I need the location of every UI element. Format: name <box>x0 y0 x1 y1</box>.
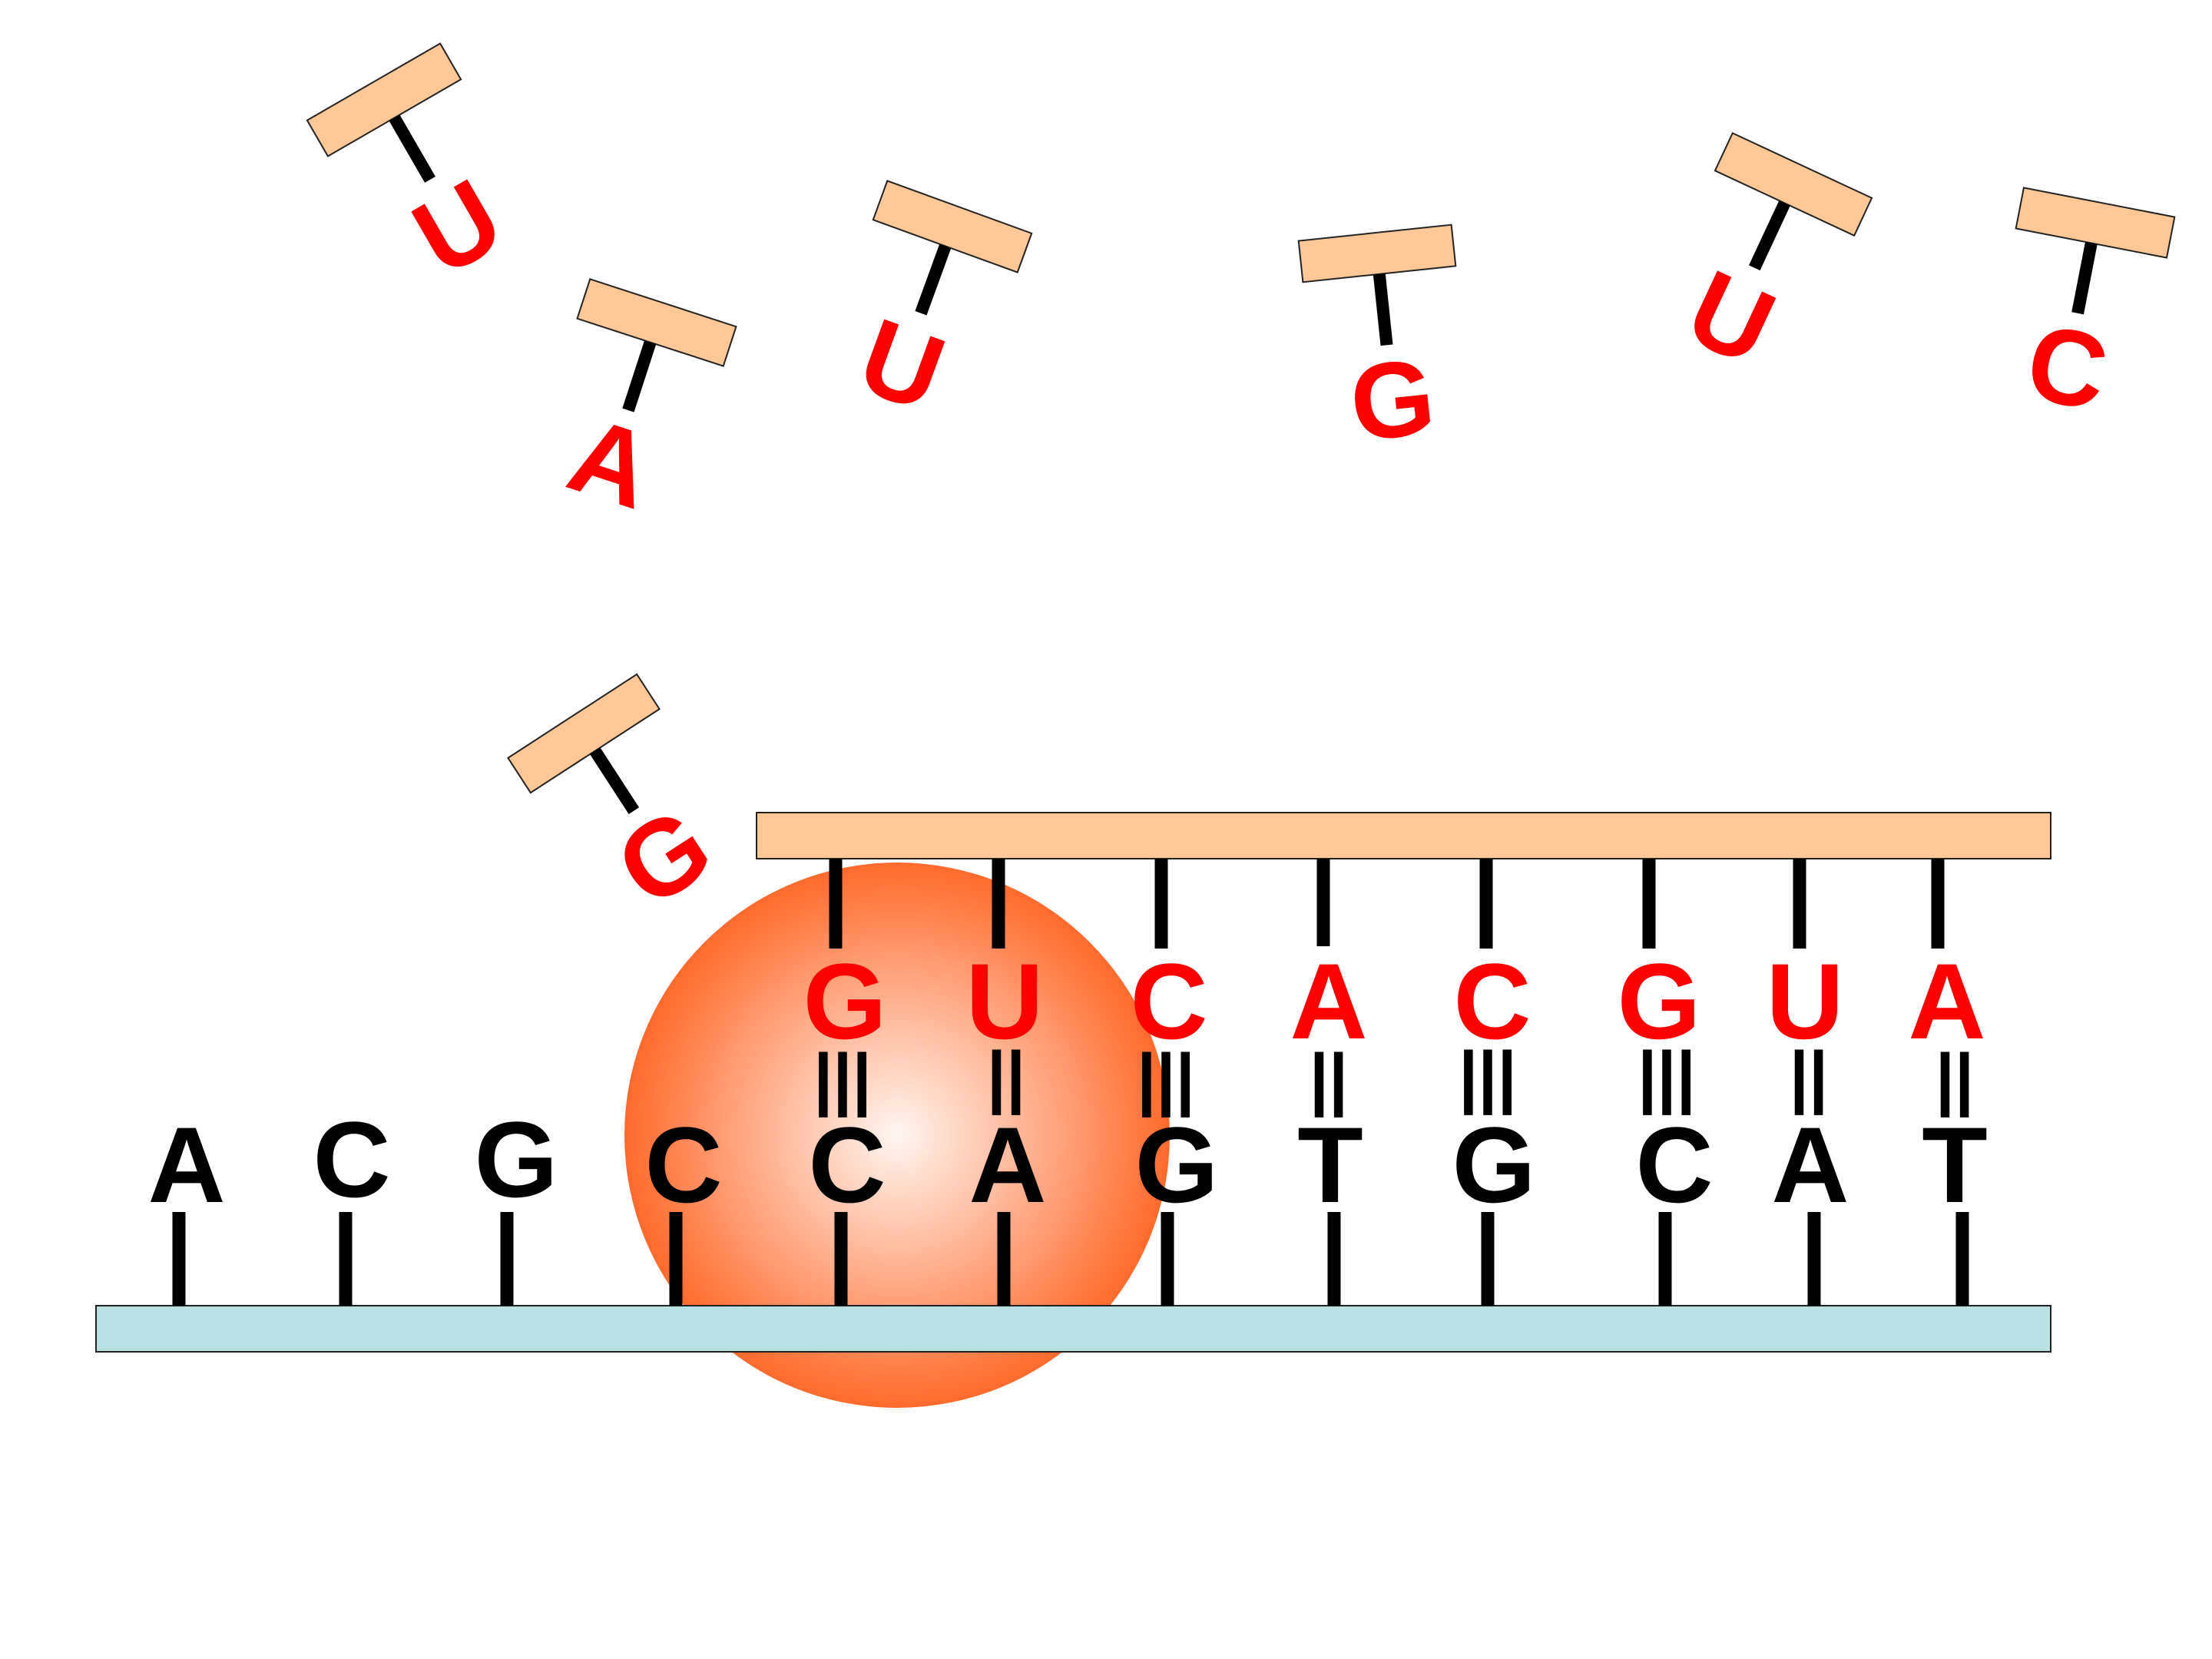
rna-strand-bases: G U C A C G U A <box>803 941 1986 1061</box>
rna-backbone <box>756 812 2051 859</box>
bond-mark: ||| <box>1137 1041 1195 1118</box>
rna-stems <box>829 859 1945 949</box>
template-base: C <box>808 1104 886 1225</box>
bond-mark: ||| <box>1637 1038 1696 1116</box>
rna-base: C <box>1130 941 1207 1061</box>
rna-base: G <box>803 941 887 1061</box>
rna-base: G <box>1618 941 1701 1061</box>
template-base: T <box>1922 1104 1988 1225</box>
rna-base: U <box>1766 941 1843 1061</box>
free-nucleotide-6: C <box>2015 187 2176 434</box>
bond-mark: || <box>987 1038 1025 1116</box>
template-base: C <box>313 1099 390 1220</box>
template-base: A <box>147 1104 225 1225</box>
rna-base: U <box>965 941 1043 1061</box>
dna-backbone <box>95 1305 2051 1353</box>
bond-mark: ||| <box>1459 1038 1517 1116</box>
dna-stems <box>172 1212 1969 1306</box>
template-base: A <box>1771 1104 1849 1225</box>
hydrogen-bonds: ||| || ||| || ||| ||| || || <box>813 1038 1974 1118</box>
free-nucleotide-base: U <box>845 295 959 435</box>
rna-polymerase <box>624 863 1170 1408</box>
free-nucleotide-5: U <box>1671 131 1873 389</box>
free-nucleotide-base: A <box>555 393 667 532</box>
free-nucleotide-base: G <box>596 783 732 930</box>
rna-base: A <box>1908 941 1985 1061</box>
free-nucleotide-base: C <box>2018 300 2117 433</box>
bond-mark: || <box>1310 1041 1348 1118</box>
template-base: G <box>1135 1104 1219 1225</box>
bond-mark: ||| <box>813 1041 872 1118</box>
template-base: A <box>969 1104 1046 1225</box>
free-nucleotide-4: G <box>1297 224 1457 465</box>
rna-base: C <box>1453 941 1531 1061</box>
template-base: C <box>1635 1104 1713 1225</box>
template-base: G <box>1452 1104 1536 1225</box>
free-nucleotide-base: G <box>1345 336 1441 465</box>
free-nucleotide-7: G <box>507 673 732 930</box>
template-base: T <box>1297 1104 1363 1225</box>
template-strand-bases: A C G C C A G T G C A T <box>147 1099 1987 1225</box>
free-nucleotide-base: U <box>1671 247 1792 389</box>
free-nucleotide-1: U <box>306 42 522 300</box>
bond-mark: || <box>1790 1038 1828 1116</box>
free-nucleotide-2: A <box>555 278 737 532</box>
bond-mark: || <box>1936 1041 1974 1118</box>
template-base: G <box>475 1099 558 1220</box>
free-nucleotide-base: U <box>394 156 522 300</box>
rna-base: A <box>1290 941 1367 1061</box>
free-nucleotide-3: U <box>845 180 1033 435</box>
template-base: C <box>644 1104 722 1225</box>
